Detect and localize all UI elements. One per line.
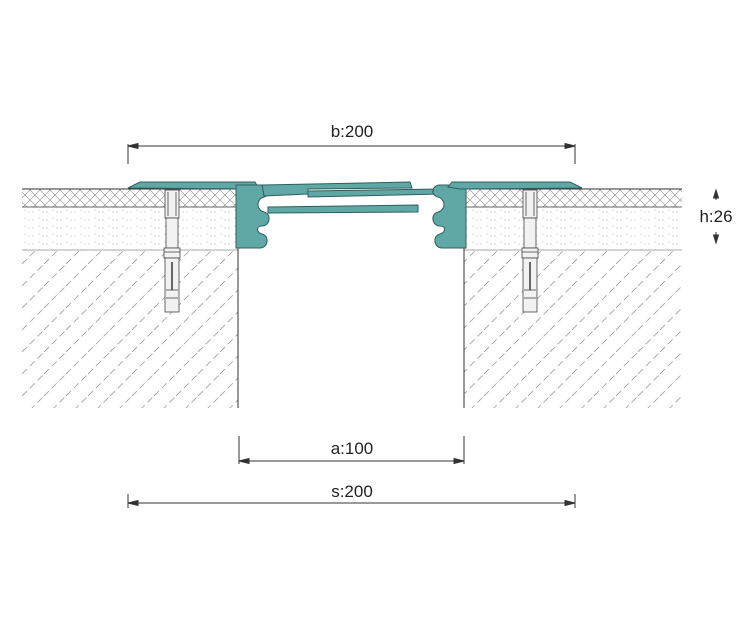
right-profile-body (432, 184, 467, 249)
right-tile-layer (464, 189, 682, 207)
left-substrate (22, 188, 239, 408)
dimension-h-label: h:26 (699, 207, 732, 226)
left-tile-layer (22, 189, 238, 207)
center-slide-plate (307, 188, 441, 198)
right-concrete-base (464, 250, 682, 408)
expansion-profile (127, 181, 583, 249)
right-profile-wing (447, 181, 583, 190)
dimension-h: h:26 (699, 188, 733, 245)
left-cover-plate (261, 181, 413, 197)
center-lower-bar (267, 204, 419, 214)
dimension-b-label: b:200 (331, 122, 374, 141)
dimension-a: a:100 (238, 436, 465, 465)
right-anchor (521, 189, 539, 313)
left-concrete-base (22, 250, 238, 408)
dimension-s: s:200 (127, 482, 576, 508)
dimension-s-label: s:200 (331, 482, 373, 501)
right-screed-layer (464, 207, 682, 250)
left-anchor (163, 189, 181, 313)
left-screed-layer (22, 207, 238, 250)
dimension-a-label: a:100 (331, 439, 374, 458)
dimension-b: b:200 (127, 122, 576, 164)
right-substrate (463, 188, 682, 408)
